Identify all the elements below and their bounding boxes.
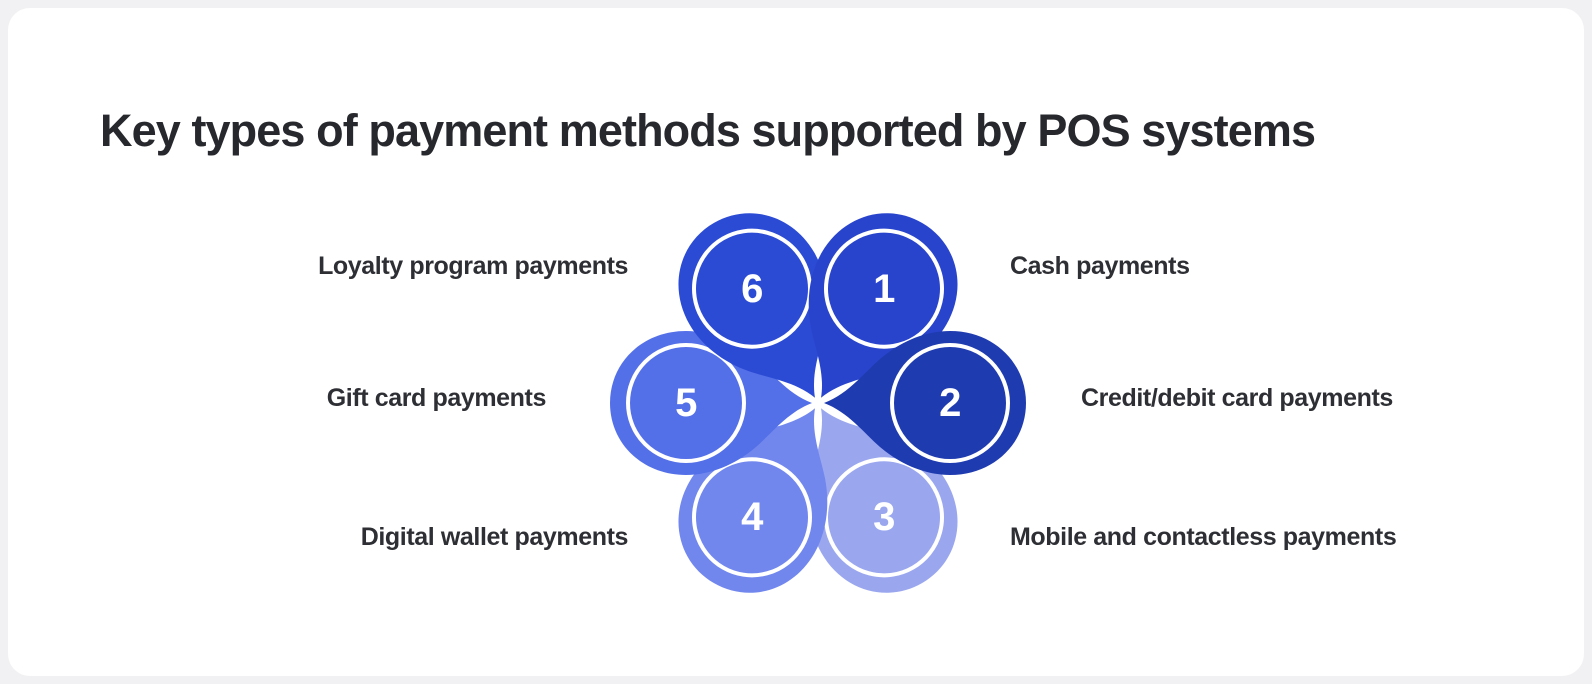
petal-6-ring — [890, 343, 1010, 463]
petal-1[interactable] — [758, 372, 985, 620]
petal-flower-graphic: 1 2 3 4 5 6 — [588, 186, 1048, 620]
petal-3-ring — [626, 343, 746, 463]
petal-4-ring — [692, 228, 812, 349]
petal-2-number: 2 — [939, 381, 961, 425]
petal-5[interactable] — [758, 186, 985, 434]
petal-2[interactable] — [651, 372, 878, 620]
petal-3-number: 3 — [873, 495, 895, 539]
petal-label-credit-debit-card-payments: Credit/debit card payments — [1081, 384, 1393, 412]
petal-group: 1 2 3 4 5 6 — [610, 186, 1026, 620]
content-card: Key types of payment methods supported b… — [8, 8, 1584, 676]
petal-5-number: 5 — [675, 381, 697, 425]
petal-label-cash-payments: Cash payments — [1010, 252, 1190, 280]
flower-svg: 1 2 3 4 5 6 — [610, 186, 1026, 620]
petal-1-number: 1 — [873, 267, 895, 311]
petal-label-gift-card-payments: Gift card payments — [326, 384, 547, 412]
petal-6-number: 6 — [741, 267, 763, 311]
petal-3[interactable] — [610, 331, 812, 475]
petal-6[interactable] — [824, 331, 1026, 475]
petal-label-digital-wallet-payments: Digital wallet payments — [360, 523, 629, 551]
petal-label-mobile-and-contactless-payments: Mobile and contactless payments — [1010, 523, 1397, 551]
petal-4[interactable] — [651, 186, 878, 434]
page-title: Key types of payment methods supported b… — [100, 105, 1316, 157]
payment-methods-diagram: 1 2 3 4 5 6 Cash payments Credit/debit c… — [8, 158, 1584, 638]
petal-1-ring — [824, 457, 944, 578]
petal-2-ring — [692, 457, 812, 578]
petal-4-number: 4 — [741, 495, 764, 539]
petal-label-loyalty-program-payments: Loyalty program payments — [318, 252, 628, 280]
petal-5-ring — [824, 228, 944, 349]
